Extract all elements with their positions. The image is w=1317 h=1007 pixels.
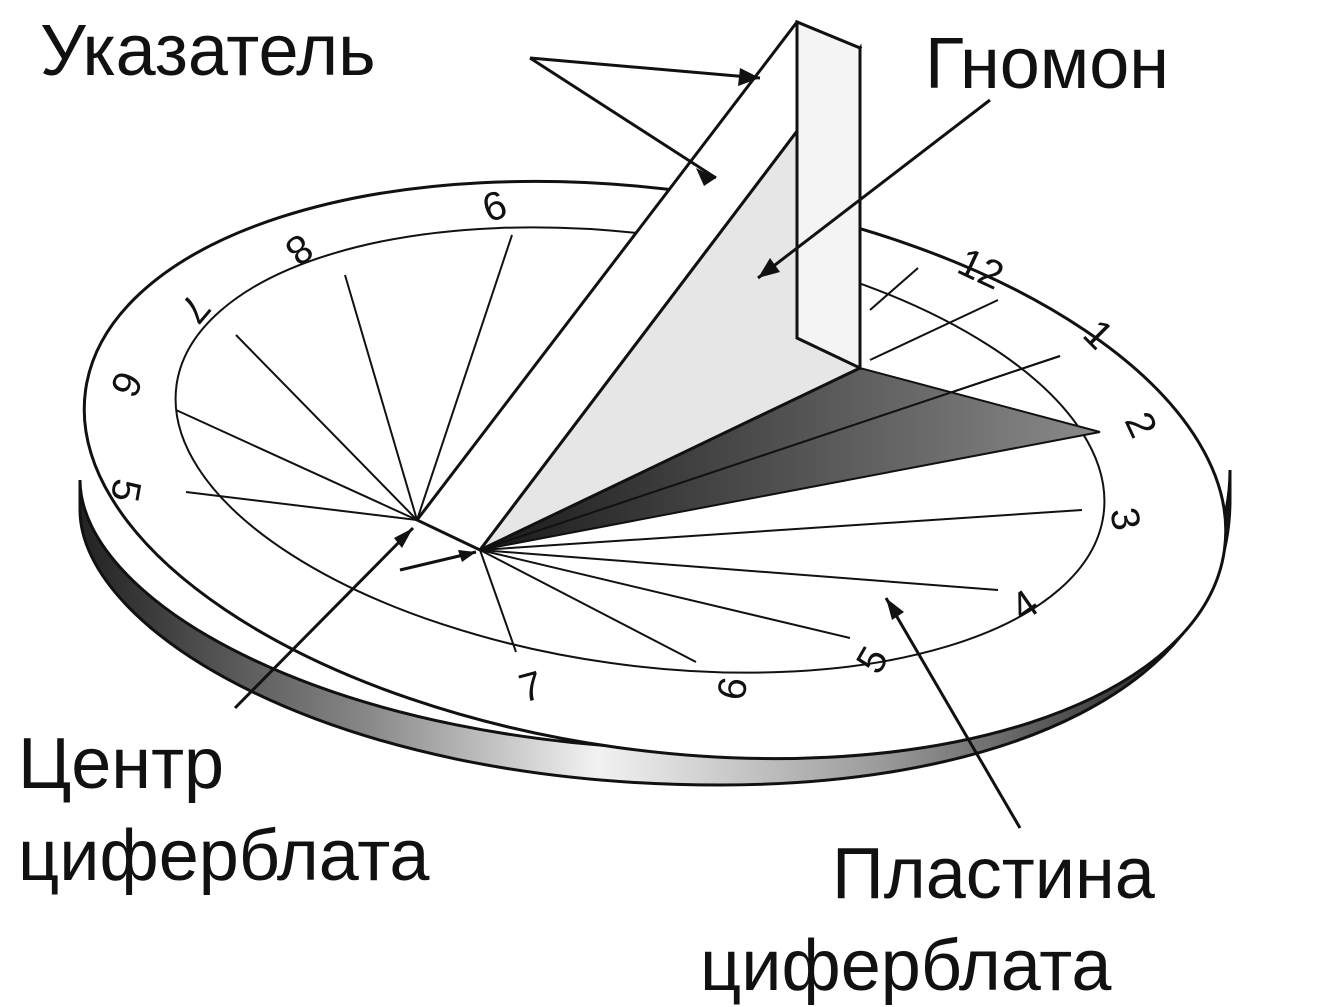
label-plate-line2: циферблата bbox=[700, 926, 1112, 1006]
label-plate-line1: Пластина bbox=[832, 834, 1156, 914]
label-center-line1: Центр bbox=[18, 724, 224, 804]
gnomon-back bbox=[795, 19, 862, 371]
plate-rim bbox=[78, 469, 1232, 787]
label-gnomon: Гномон bbox=[925, 24, 1169, 104]
label-center-line2: циферблата bbox=[18, 816, 430, 896]
leader-lines bbox=[233, 56, 1022, 829]
gnomon bbox=[414, 19, 863, 552]
label-pointer: Указатель bbox=[40, 11, 376, 91]
